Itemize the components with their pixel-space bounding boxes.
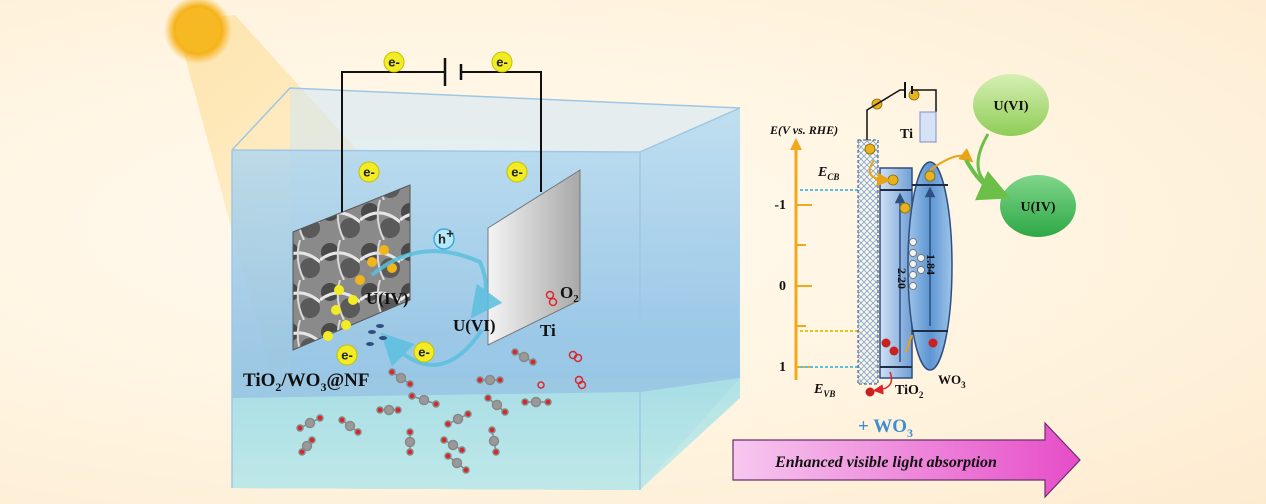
- axis-title: E(V vs. RHE): [769, 123, 838, 137]
- electron-cathode-top: e-: [358, 161, 380, 183]
- electron-anode-top: e-: [506, 161, 528, 183]
- svg-text:e-: e-: [496, 55, 508, 70]
- svg-text:e-: e-: [418, 345, 430, 360]
- svg-text:h: h: [438, 232, 446, 247]
- ti-label-right: Ti: [900, 127, 913, 142]
- redox-cycle-arrows: [370, 249, 503, 367]
- tio2-label: TiO2: [895, 383, 924, 400]
- reduction-arrow: [964, 159, 1011, 201]
- uvi-label-left: U(VI): [453, 316, 496, 335]
- wo3-vb-arrow: [905, 334, 913, 353]
- electron-to-u-arrow: [929, 148, 974, 171]
- uvi-bubble: U(VI): [973, 74, 1049, 136]
- wo3-gap-value: 1.84: [924, 254, 938, 275]
- wo3-label: WO3: [938, 372, 966, 390]
- oxygen-bubbles: [537, 350, 587, 390]
- o2-molecule-icon: [545, 290, 558, 307]
- enhanced-absorption-arrow: Enhanced visible light absorption: [732, 421, 1081, 499]
- tio2-wo3-nf-electrode: [292, 184, 411, 351]
- electron-cathode-bottom: e-: [336, 344, 358, 366]
- tick-label: -1: [774, 198, 786, 213]
- svg-text:Enhanced visible light absorpt: Enhanced visible light absorption: [774, 454, 997, 471]
- tick-label: 0: [779, 279, 786, 294]
- evb-label: EVB: [813, 382, 835, 399]
- svg-text:U(VI): U(VI): [994, 99, 1029, 114]
- hole-transfer-icons: [909, 238, 925, 290]
- tio2-gap-value: 2.20: [895, 268, 909, 289]
- electron-transfer-arrow: [868, 159, 891, 187]
- svg-text:U(IV): U(IV): [1021, 200, 1056, 215]
- ti-label-left: Ti: [540, 321, 556, 340]
- plus-wo3-label: + WO3: [858, 416, 913, 440]
- svg-text:e-: e-: [388, 55, 400, 70]
- electron-cycle-bottom: e-: [413, 341, 435, 363]
- svg-text:e-: e-: [511, 165, 523, 180]
- ecb-label: ECB: [817, 165, 839, 182]
- energy-axis: [790, 138, 812, 380]
- external-circuit: [341, 58, 542, 225]
- uiv-label-left: U(IV): [366, 289, 409, 308]
- hole-transfer-arrow: [872, 371, 893, 395]
- cathode-label: TiO2/WO3@NF: [243, 370, 369, 394]
- tick-label: 1: [779, 360, 786, 375]
- svg-text:e-: e-: [363, 165, 375, 180]
- electron-wire-right: e-: [491, 51, 513, 73]
- uranium-deposit: [366, 324, 387, 346]
- uranyl-molecules: [296, 348, 552, 474]
- svg-text:+: +: [446, 226, 454, 241]
- svg-text:e-: e-: [341, 348, 353, 363]
- nf-substrate: [857, 139, 879, 385]
- diagram-circuit: [866, 82, 937, 143]
- uiv-bubble: U(IV): [1000, 175, 1076, 237]
- electron-cluster: [323, 285, 358, 341]
- o2-label: O2: [560, 283, 579, 305]
- hole-icon: h +: [433, 226, 455, 250]
- electron-wire-left: e-: [383, 51, 405, 73]
- diagram-holes: [865, 338, 938, 397]
- diagram-electrons: [864, 89, 936, 214]
